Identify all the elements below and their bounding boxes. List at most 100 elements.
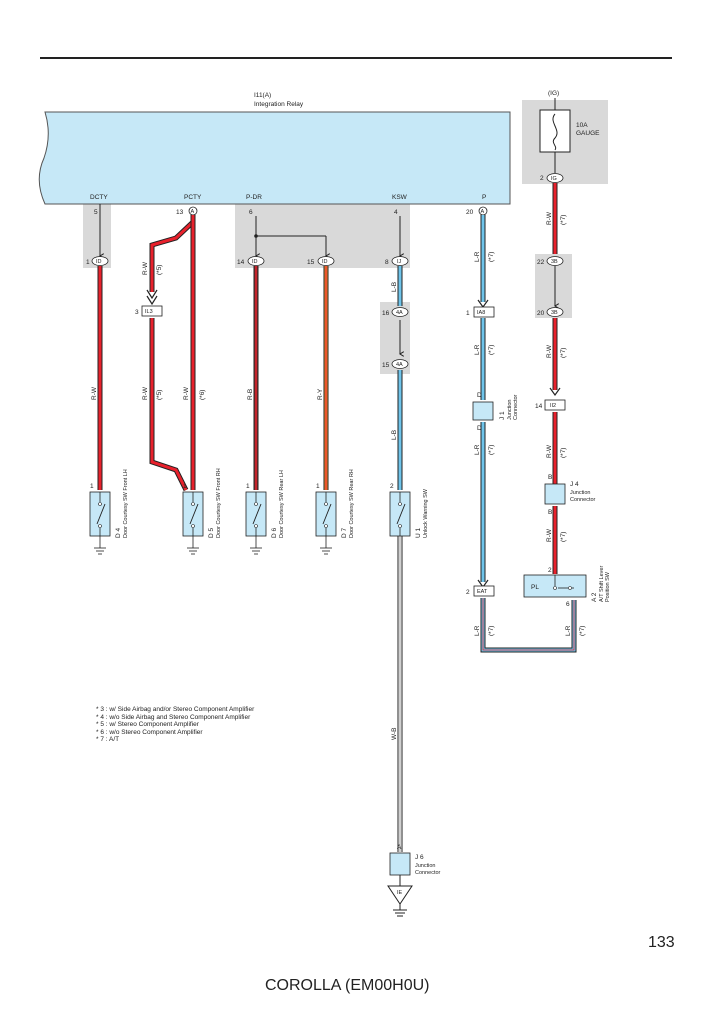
switch-contact-icon xyxy=(322,503,332,525)
svg-text:1: 1 xyxy=(90,483,94,490)
svg-text:Junction: Junction xyxy=(507,400,513,421)
pin-label-dcty: DCTY xyxy=(90,194,108,201)
j6-box xyxy=(389,852,411,876)
a2-code: A 2 xyxy=(591,592,598,602)
svg-text:R-W: R-W xyxy=(142,261,149,275)
svg-text:Connector: Connector xyxy=(415,870,441,876)
j1-pin-top: D xyxy=(477,392,482,399)
note-5: * 5 : w/ Stereo Component Amplifier xyxy=(96,721,199,729)
a2-pin-out: 6 xyxy=(566,601,570,608)
j1-pin-bot: D xyxy=(477,425,482,432)
svg-text:ID: ID xyxy=(322,259,328,265)
page-number: 133 xyxy=(648,934,675,951)
relay-title: I11(A) xyxy=(254,92,271,99)
svg-text:R-Y: R-Y xyxy=(317,388,324,400)
relay-subtitle: Integration Relay xyxy=(254,101,304,108)
switch-contact-icon xyxy=(396,503,406,525)
wire-pcty-b xyxy=(150,318,188,491)
svg-text:R-W: R-W xyxy=(546,528,553,542)
svg-text:L-R: L-R xyxy=(474,344,481,355)
pin-num-pdr: 6 xyxy=(249,209,253,216)
conn-8-ij: 8 IJ xyxy=(385,256,409,266)
note-7: * 7 : A/T xyxy=(96,736,120,744)
switch-contact-icon xyxy=(96,503,106,525)
svg-text:R-W: R-W xyxy=(546,444,553,458)
svg-text:R-W: R-W xyxy=(546,211,553,225)
svg-text:(*7): (*7) xyxy=(560,448,567,458)
fuse-name: GAUGE xyxy=(576,130,600,137)
note-6: * 6 : w/o Stereo Component Amplifier xyxy=(96,728,203,736)
pin-num-p: 20 xyxy=(466,209,474,216)
svg-text:3B: 3B xyxy=(551,310,558,316)
svg-text:L-R: L-R xyxy=(565,625,572,636)
svg-text:20: 20 xyxy=(537,310,545,317)
pin-num-dcty: 5 xyxy=(94,209,98,216)
svg-text:R-W: R-W xyxy=(546,344,553,358)
svg-text:(*7): (*7) xyxy=(579,626,586,636)
svg-text:R-W: R-W xyxy=(183,386,190,400)
ig-conn-id: IG xyxy=(551,176,557,182)
svg-text:Unlock Warning SW: Unlock Warning SW xyxy=(423,488,429,538)
fuse-icon xyxy=(552,113,558,151)
conn-22-3b: 22 3B xyxy=(537,256,564,266)
svg-text:1: 1 xyxy=(183,483,187,490)
pin-label-p: P xyxy=(482,194,486,201)
svg-text:ID: ID xyxy=(96,259,102,265)
svg-text:Door Courtesy SW Front RH: Door Courtesy SW Front RH xyxy=(216,468,222,538)
svg-text:Door Courtesy SW Rear LH: Door Courtesy SW Rear LH xyxy=(279,470,285,538)
svg-text:W-B: W-B xyxy=(391,727,398,740)
svg-text:8: 8 xyxy=(385,259,389,266)
switch-contact-icon xyxy=(252,503,262,525)
ground-ie-label: IE xyxy=(397,890,403,896)
svg-text:2: 2 xyxy=(466,589,470,596)
a2-pin-in: 2 xyxy=(548,567,552,574)
conn-15-4a: 15 4A xyxy=(382,359,409,369)
svg-text:EAT: EAT xyxy=(477,589,488,595)
pcty-arrow xyxy=(146,289,158,306)
svg-text:1: 1 xyxy=(316,483,320,490)
svg-text:3: 3 xyxy=(135,309,139,316)
j1-box xyxy=(472,401,494,421)
svg-text:Position SW: Position SW xyxy=(605,571,611,602)
ig-label: (IG) xyxy=(548,90,559,97)
pin-num-ksw: 4 xyxy=(394,209,398,216)
ig-pin: 2 xyxy=(540,175,544,182)
svg-text:1: 1 xyxy=(246,483,250,490)
conn-3-il3: 3 IL3 xyxy=(135,305,163,317)
svg-text:ID: ID xyxy=(252,259,258,265)
svg-text:(*5): (*5) xyxy=(156,265,163,275)
svg-text:L-B: L-B xyxy=(391,430,398,440)
svg-text:IL3: IL3 xyxy=(145,309,153,315)
svg-text:(*6): (*6) xyxy=(199,390,206,400)
svg-text:IJ: IJ xyxy=(397,259,402,265)
ig-conn xyxy=(546,173,564,183)
svg-text:II2: II2 xyxy=(550,403,556,409)
j4-pin-top: B xyxy=(548,474,552,481)
j6-pin: A xyxy=(397,844,402,851)
note-4: * 4 : w/o Side Airbag and Stereo Compone… xyxy=(96,713,251,721)
notes-list: * 3 : w/ Side Airbag and/or Stereo Compo… xyxy=(96,706,254,744)
svg-text:D 5: D 5 xyxy=(208,528,215,539)
svg-text:D 4: D 4 xyxy=(115,528,122,539)
svg-text:U 1: U 1 xyxy=(415,528,422,539)
svg-text:D 6: D 6 xyxy=(271,528,278,539)
svg-text:R-W: R-W xyxy=(142,386,149,400)
svg-text:14: 14 xyxy=(535,403,543,410)
pin-label-ksw: KSW xyxy=(392,194,408,201)
p-conn-id: A xyxy=(481,209,485,215)
j4-box xyxy=(544,483,566,505)
svg-text:(*7): (*7) xyxy=(488,252,495,262)
svg-text:(*7): (*7) xyxy=(560,348,567,358)
footer-title: COROLLA (EM00H0U) xyxy=(265,977,430,994)
svg-text:Door Courtesy SW Front LH: Door Courtesy SW Front LH xyxy=(123,469,129,538)
svg-text:D 7: D 7 xyxy=(341,528,348,539)
conn-1-id: 1 ID xyxy=(86,256,109,266)
svg-text:2: 2 xyxy=(390,483,394,490)
ground-ie-icon xyxy=(387,885,413,905)
conn-2-eat: 2 EAT xyxy=(466,585,495,597)
j4-pin-bot: B xyxy=(548,509,552,516)
svg-text:14: 14 xyxy=(237,259,245,266)
